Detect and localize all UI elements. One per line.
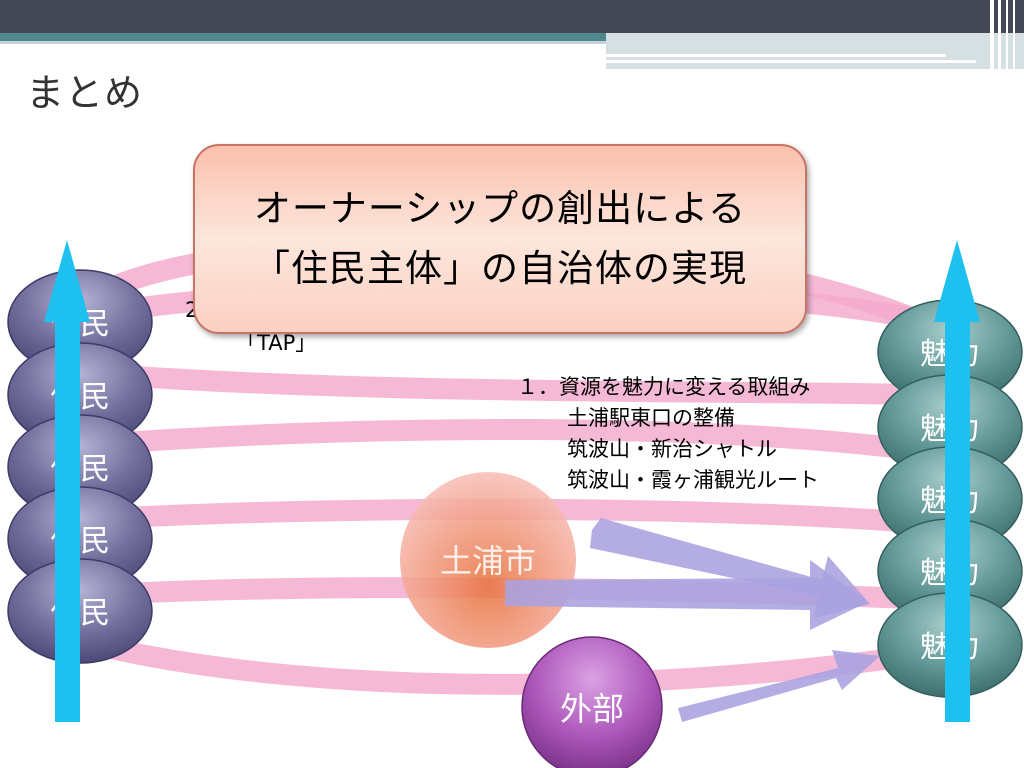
callout-line-1: オーナーシップの創出による bbox=[253, 187, 747, 230]
flow-arrow bbox=[505, 560, 868, 630]
list-item: 筑波山・霞ヶ浦観光ルート bbox=[567, 468, 819, 492]
outside-node: 外部 bbox=[521, 636, 663, 768]
tap-fragment: 「TAP」 bbox=[236, 331, 317, 355]
callout-box: オーナーシップの創出による 「住民主体」の自治体の実現 bbox=[193, 144, 807, 334]
flow-arrow bbox=[678, 650, 880, 722]
list-item: 土浦駅東口の整備 bbox=[567, 406, 735, 430]
up-arrow-right bbox=[934, 240, 980, 722]
callout-line-2: 「住民主体」の自治体の実現 bbox=[253, 247, 747, 290]
flow-arrows bbox=[505, 518, 880, 722]
list-heading: １．資源を魅力に変える取組み bbox=[517, 375, 811, 399]
ring-4 bbox=[74, 418, 952, 466]
outside-label: 外部 bbox=[560, 690, 624, 728]
city-label: 土浦市 bbox=[440, 542, 536, 580]
up-arrow-left bbox=[44, 240, 90, 722]
initiatives-list: １．資源を魅力に変える取組み 土浦駅東口の整備 筑波山・新治シャトル 筑波山・霞… bbox=[517, 372, 819, 496]
slide-title: まとめ bbox=[26, 71, 144, 115]
ring-7 bbox=[72, 629, 952, 695]
list-item: 筑波山・新治シャトル bbox=[567, 437, 777, 461]
flow-arrow bbox=[590, 518, 870, 618]
city-node: 土浦市 bbox=[400, 472, 576, 648]
ring-3 bbox=[74, 361, 951, 406]
header-bar bbox=[0, 0, 1024, 70]
